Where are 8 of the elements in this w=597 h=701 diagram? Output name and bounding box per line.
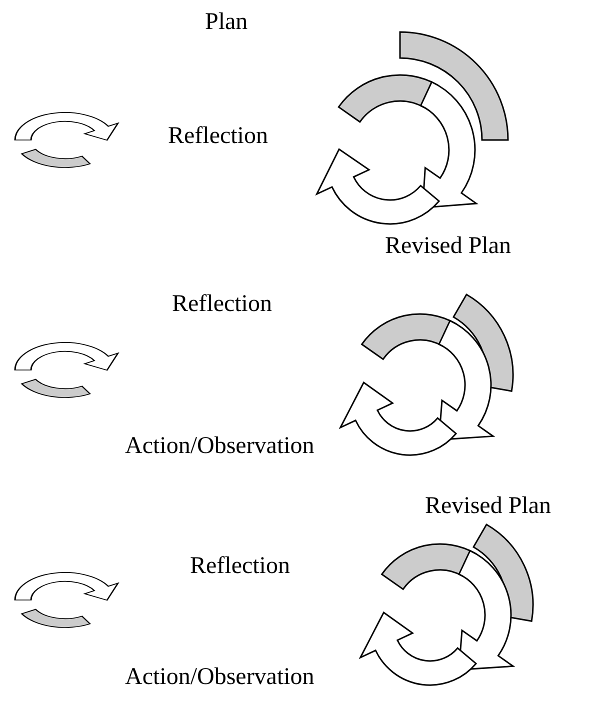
stage-label: Action/Observation [125, 432, 314, 460]
stage-label: Revised Plan [385, 232, 511, 260]
stage-label: Reflection [190, 552, 290, 580]
stage-label: Action/Observation [125, 663, 314, 691]
stage-label: Plan [205, 8, 248, 36]
stage-label: Revised Plan [425, 492, 551, 520]
stage-label: Reflection [172, 290, 272, 318]
stage-label: Reflection [168, 122, 268, 150]
